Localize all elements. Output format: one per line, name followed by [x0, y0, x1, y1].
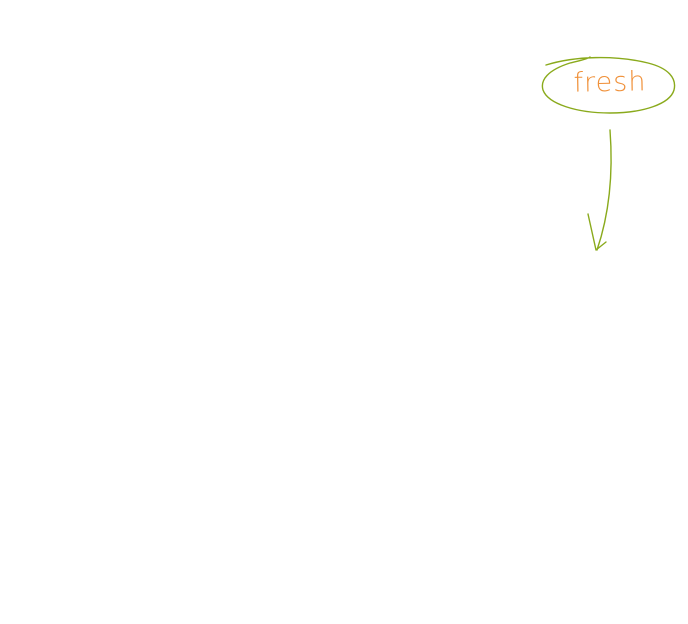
annotation-label: fresh	[573, 65, 647, 99]
ellipse-outline	[541, 56, 676, 114]
arrow-down-icon	[587, 213, 607, 251]
arrow-shaft	[596, 129, 612, 251]
